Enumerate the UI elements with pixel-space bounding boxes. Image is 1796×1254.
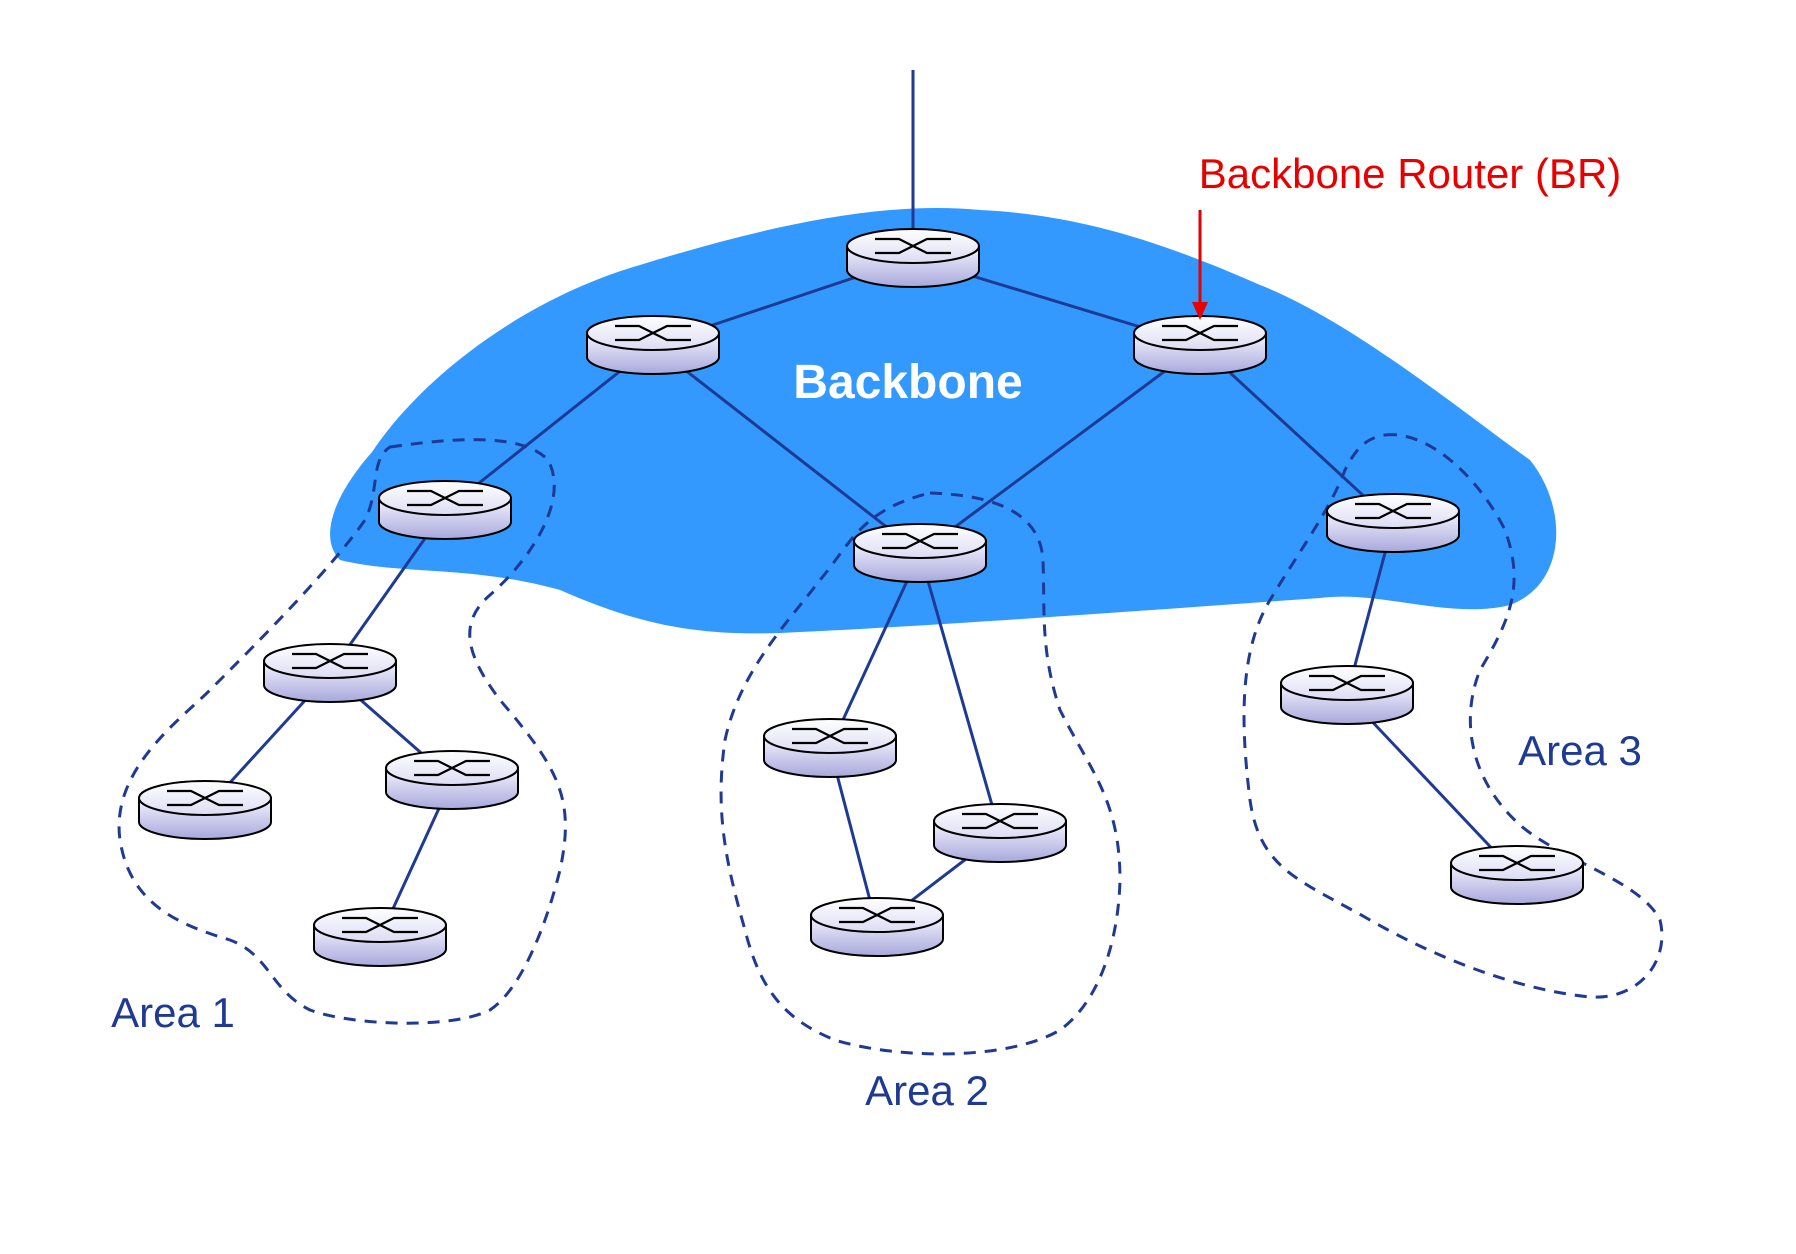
router-icon — [810, 897, 944, 957]
router-layer — [138, 228, 1584, 967]
backbone-region — [330, 207, 1557, 634]
link-r-a2-border-r-a2-left — [828, 552, 922, 749]
router-icon — [586, 315, 720, 375]
link-r-bb-right-r-a3-border — [1198, 343, 1395, 525]
router-icon — [1280, 665, 1414, 725]
backbone-router-label: Backbone Router (BR) — [1199, 150, 1622, 197]
router-icon — [933, 803, 1067, 863]
area1-boundary — [117, 438, 567, 1025]
router-icon — [138, 780, 272, 840]
router-icon — [1450, 845, 1584, 905]
router-icon — [378, 480, 512, 540]
area2-boundary — [719, 491, 1122, 1056]
area1-label: Area 1 — [111, 989, 235, 1036]
area3-boundary — [1242, 433, 1664, 999]
router-icon — [385, 750, 519, 810]
link-r-a2-border-r-a2-right — [918, 552, 1002, 834]
router-icon — [1326, 493, 1460, 553]
link-r-bb-left-r-a2-border — [652, 343, 921, 555]
br-pointer-arrow — [1192, 210, 1208, 320]
area3-label: Area 3 — [1518, 727, 1642, 774]
router-icon — [846, 228, 980, 288]
router-icon — [313, 907, 447, 967]
link-r-a3-mid-r-a3-bottom — [1345, 693, 1519, 877]
link-r-bb-right-r-a2-border — [919, 343, 1201, 555]
backbone-label: Backbone — [793, 356, 1022, 409]
area2-label: Area 2 — [865, 1067, 989, 1114]
router-icon — [1133, 315, 1267, 375]
router-icon — [763, 718, 897, 778]
router-icon — [263, 643, 397, 703]
router-icon — [853, 523, 987, 583]
